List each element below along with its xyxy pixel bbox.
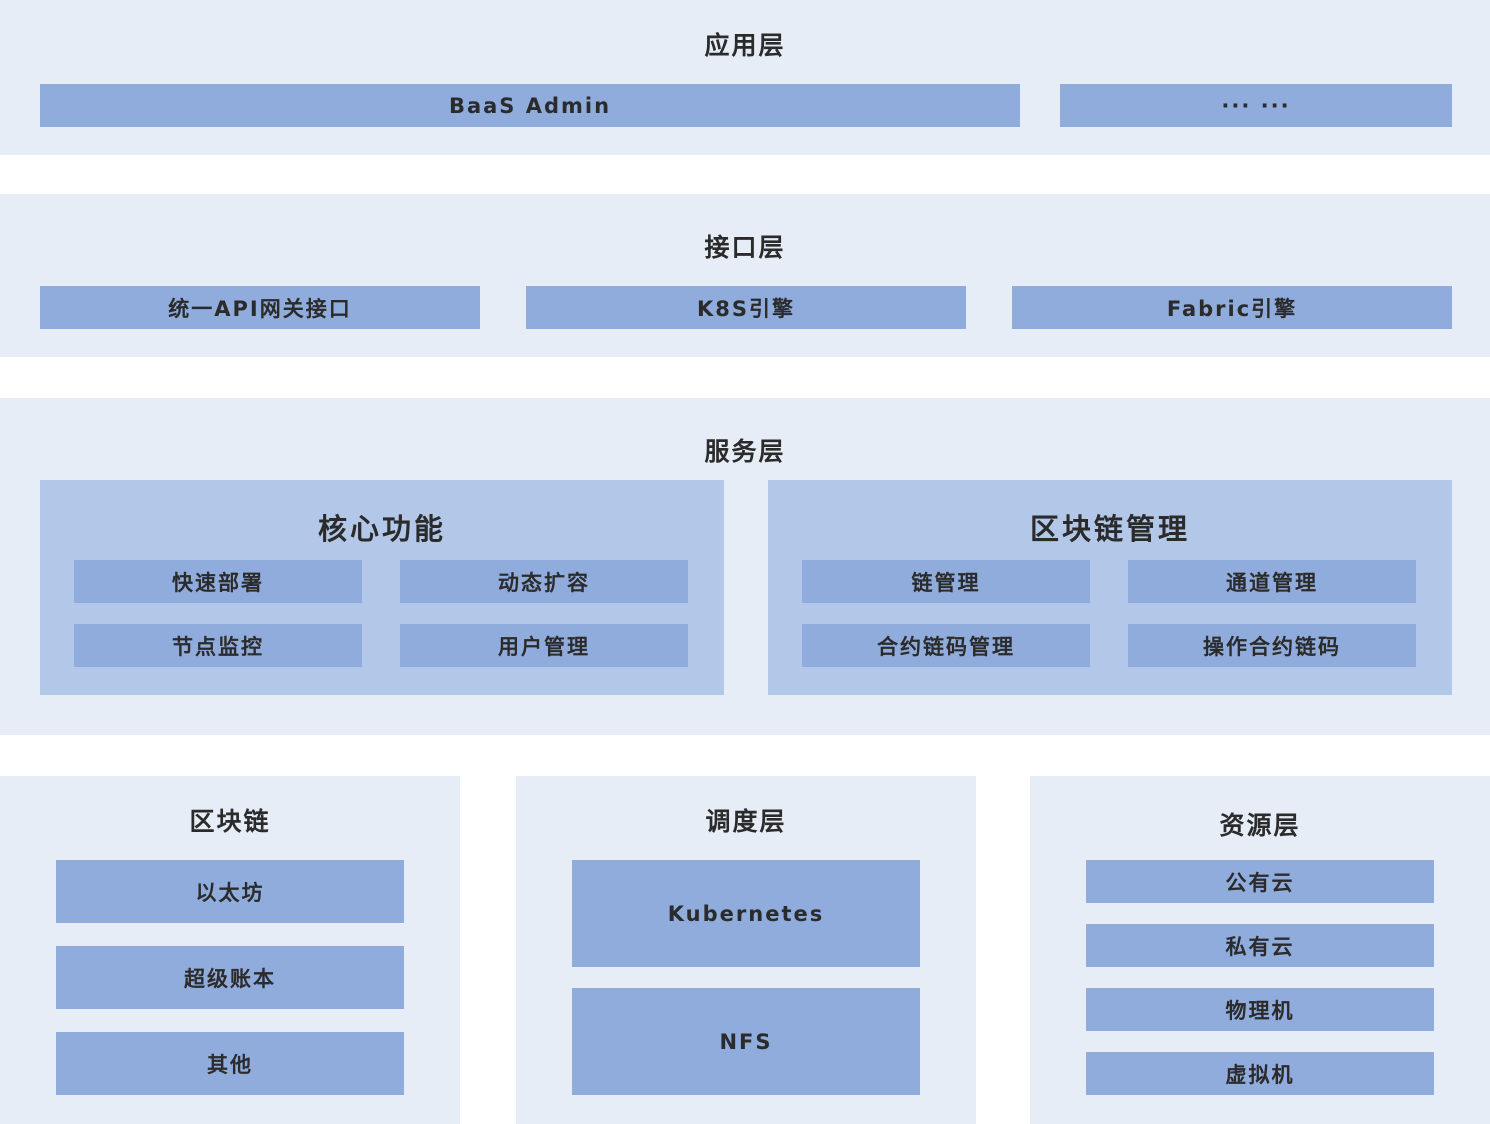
resource-layer: 资源层 公有云 私有云 物理机 虚拟机 — [1030, 776, 1490, 1124]
chain-mgmt-title: 区块链管理 — [1029, 512, 1190, 546]
hyperledger-box: 超级账本 — [56, 946, 404, 1009]
core-functions-panel: 核心功能 快速部署 动态扩容 节点监控 用户管理 — [40, 480, 724, 695]
api-gateway-box: 统一API网关接口 — [40, 286, 480, 329]
fabric-engine-box: Fabric引擎 — [1012, 286, 1452, 329]
ethereum-box: 以太坊 — [56, 860, 404, 923]
virtual-machine-box: 虚拟机 — [1086, 1052, 1434, 1095]
chaincode-mgmt-box: 合约链码管理 — [802, 624, 1090, 667]
scheduling-layer: 调度层 Kubernetes NFS — [516, 776, 976, 1124]
user-mgmt-box: 用户管理 — [400, 624, 688, 667]
service-layer: 服务层 核心功能 快速部署 动态扩容 节点监控 用户管理 区块链管理 链管理 通… — [0, 398, 1490, 735]
dynamic-scaling-box: 动态扩容 — [400, 560, 688, 603]
blockchain-title: 区块链 — [189, 807, 271, 836]
interface-layer-title: 接口层 — [704, 233, 786, 262]
public-cloud-box: 公有云 — [1086, 860, 1434, 903]
more-box: ··· ··· — [1060, 84, 1452, 127]
private-cloud-box: 私有云 — [1086, 924, 1434, 967]
scheduling-title: 调度层 — [705, 807, 787, 836]
physical-machine-box: 物理机 — [1086, 988, 1434, 1031]
interface-layer: 接口层 统一API网关接口 K8S引擎 Fabric引擎 — [0, 194, 1490, 357]
app-layer: 应用层 BaaS Admin ··· ··· — [0, 0, 1490, 155]
resource-title: 资源层 — [1219, 811, 1301, 840]
nfs-box: NFS — [572, 988, 920, 1095]
chain-mgmt-box: 链管理 — [802, 560, 1090, 603]
app-layer-title: 应用层 — [704, 31, 786, 60]
node-monitor-box: 节点监控 — [74, 624, 362, 667]
quick-deploy-box: 快速部署 — [74, 560, 362, 603]
chain-mgmt-panel: 区块链管理 链管理 通道管理 合约链码管理 操作合约链码 — [768, 480, 1452, 695]
blockchain-layer: 区块链 以太坊 超级账本 其他 — [0, 776, 460, 1124]
chaincode-ops-box: 操作合约链码 — [1128, 624, 1416, 667]
k8s-engine-box: K8S引擎 — [526, 286, 966, 329]
service-layer-title: 服务层 — [704, 437, 786, 466]
kubernetes-box: Kubernetes — [572, 860, 920, 967]
other-box: 其他 — [56, 1032, 404, 1095]
core-functions-title: 核心功能 — [317, 512, 446, 546]
channel-mgmt-box: 通道管理 — [1128, 560, 1416, 603]
baas-admin-box: BaaS Admin — [40, 84, 1020, 127]
